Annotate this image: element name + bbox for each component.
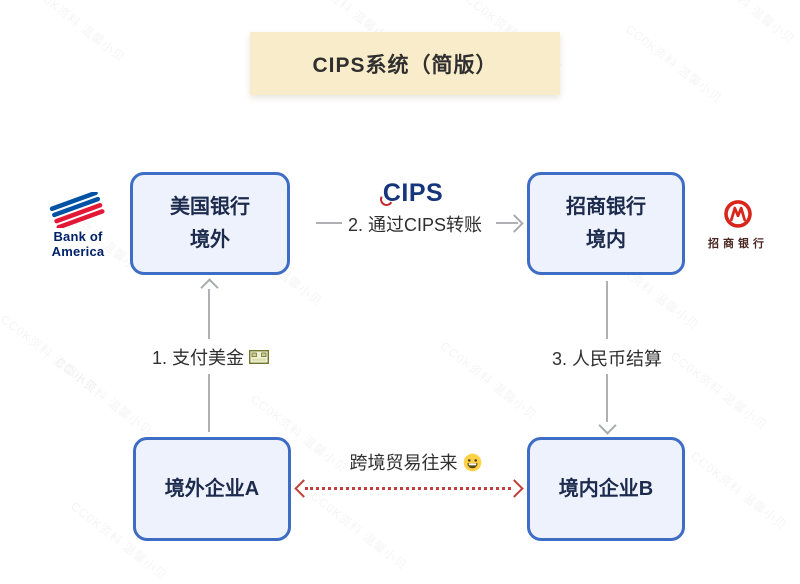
trade-arrow-right-head-icon (505, 479, 524, 498)
arrow-rmb-settle-line-top (606, 281, 608, 339)
cips-wordmark-text: CIPS (382, 179, 444, 207)
watermark: CC0K资料 温馨小贝 (307, 488, 410, 573)
trade-dotted-line (305, 487, 511, 490)
node-us-bank: 美国银行 境外 (130, 172, 290, 275)
arrow-rmb-settle-line-bottom (606, 374, 608, 422)
label-step1-text: 1. 支付美金 (151, 348, 244, 368)
bank-of-america-flag-icon (49, 192, 105, 228)
watermark: CC0K资料 温馨小贝 (622, 21, 725, 106)
arrow-pay-usd-line-bottom (208, 374, 210, 432)
watermark: CC0K资料 温馨小贝 (695, 0, 798, 47)
dollar-banknote-icon (249, 350, 269, 364)
label-step2-text: 2. 通过CIPS转账 (347, 215, 483, 235)
arrow-cips-transfer-line-left (316, 222, 342, 224)
watermark: CC0K资料 温馨小贝 (437, 338, 540, 423)
cmb-wordmark: 招商银行 (708, 238, 768, 250)
node-company-a: 境外企业A (133, 437, 291, 541)
label-step3-rmb-settlement: 3. 人民币结算 (537, 345, 677, 371)
cips-wordmark: CIPS (378, 179, 444, 208)
grinning-face-icon (463, 453, 481, 471)
node-cmb-bank-line1: 招商银行 (566, 195, 646, 218)
label-trade-text: 跨境贸易往来 (349, 453, 458, 473)
label-step2-cips-transfer: 2. 通过CIPS转账 (330, 211, 500, 237)
watermark: CC0K资料 温馨小贝 (687, 448, 790, 533)
bank-of-america-wordmark: Bank of America (51, 229, 105, 259)
arrow-right-head-icon (505, 214, 524, 233)
node-company-b-label: 境内企业B (558, 477, 654, 500)
node-company-a-label: 境外企业A (164, 477, 260, 500)
label-step1-pay-usd: 1. 支付美金 (138, 344, 283, 370)
china-merchants-bank-logo: 招商银行 (701, 198, 775, 251)
watermark: CC0K资料 温馨小贝 (667, 348, 770, 433)
arrow-cips-transfer-line-right (496, 222, 518, 224)
node-us-bank-line1: 美国银行 (170, 195, 250, 218)
watermark: CC0K资料 温馨小贝 (0, 311, 100, 396)
node-cmb-bank-line2: 境内 (586, 228, 626, 251)
diagram-title: CIPS系统（简版） (250, 32, 560, 95)
arrow-pay-usd-line-top (208, 289, 210, 339)
bank-of-america-logo: Bank of America (26, 192, 130, 259)
cmb-emblem-icon (724, 200, 752, 228)
node-us-bank-line2: 境外 (190, 228, 230, 251)
cips-logo: CIPS (368, 179, 458, 208)
node-company-b: 境内企业B (527, 437, 685, 541)
node-cmb-bank: 招商银行 境内 (527, 172, 685, 275)
label-step3-text: 3. 人民币结算 (551, 349, 662, 369)
label-trade: 跨境贸易往来 (328, 449, 503, 475)
watermark: CC0K资料 温馨小贝 (25, 0, 128, 65)
arrow-down-head-icon (598, 416, 617, 435)
